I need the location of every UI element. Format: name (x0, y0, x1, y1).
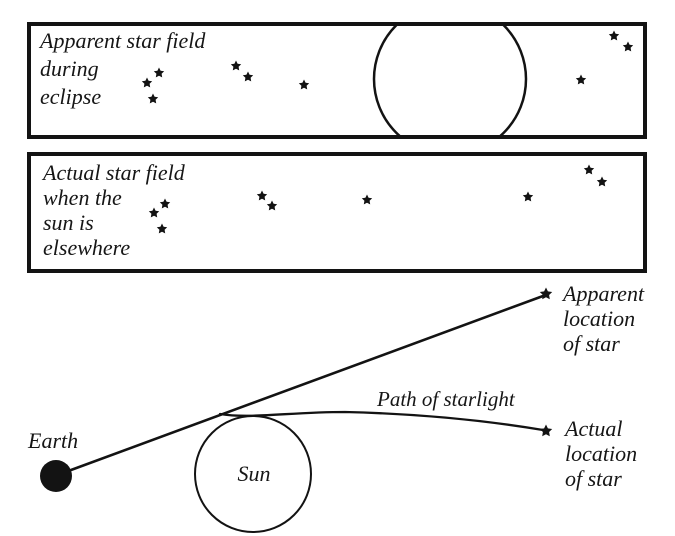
star-point (256, 190, 268, 201)
star-point (148, 207, 160, 218)
panel-apparent-label-line3: eclipse (40, 84, 101, 109)
panel-actual-label-line4: elsewhere (43, 235, 130, 260)
actual-location-label-line2: location (565, 441, 637, 466)
star-point (242, 71, 254, 82)
sun-circle (194, 415, 312, 533)
star-point (575, 74, 587, 85)
earth-label: Earth (27, 428, 78, 453)
star-point (608, 30, 620, 41)
actual-location-label-line1: Actual (563, 416, 622, 441)
panel-apparent-label-line2: during (40, 56, 99, 81)
star-point (153, 67, 165, 78)
panel-apparent-label-line1: Apparent star field (38, 28, 206, 53)
panel-actual-star-field: Actual star field when the sun is elsewh… (27, 152, 647, 273)
sun-label: Sun (238, 461, 271, 486)
star-point (522, 191, 534, 202)
panel-actual-label-line2: when the (43, 185, 122, 210)
light-bending-diagram: Earth Sun Path of starlight Apparent loc… (27, 281, 645, 533)
earth-dot (40, 460, 72, 492)
panel-apparent-star-field: Apparent star field during eclipse (27, 22, 647, 139)
star-point (266, 200, 278, 211)
star-point (230, 60, 242, 71)
path-of-starlight-label: Path of starlight (376, 387, 516, 411)
eclipsing-sun-disk (372, 26, 528, 135)
actual-stars-group (148, 164, 608, 234)
apparent-stars-group (141, 30, 634, 104)
apparent-star (539, 287, 553, 300)
actual-star (539, 424, 553, 437)
star-point (147, 93, 159, 104)
panel-apparent-border (27, 22, 647, 139)
star-point (622, 41, 634, 52)
actual-location-label-line3: of star (565, 466, 622, 491)
star-point (583, 164, 595, 175)
star-point (361, 194, 373, 205)
star-point (156, 223, 168, 234)
apparent-location-label-line2: location (563, 306, 635, 331)
panel-actual-label-line3: sun is (43, 210, 94, 235)
apparent-location-label-line3: of star (563, 331, 620, 356)
star-point (141, 77, 153, 88)
line-of-sight (69, 294, 545, 472)
star-point (159, 198, 171, 209)
panel-actual-label-line1: Actual star field (41, 160, 186, 185)
apparent-location-label-line1: Apparent (561, 281, 645, 306)
star-point (596, 176, 608, 187)
star-point (298, 79, 310, 90)
panel-actual-border (27, 152, 647, 273)
